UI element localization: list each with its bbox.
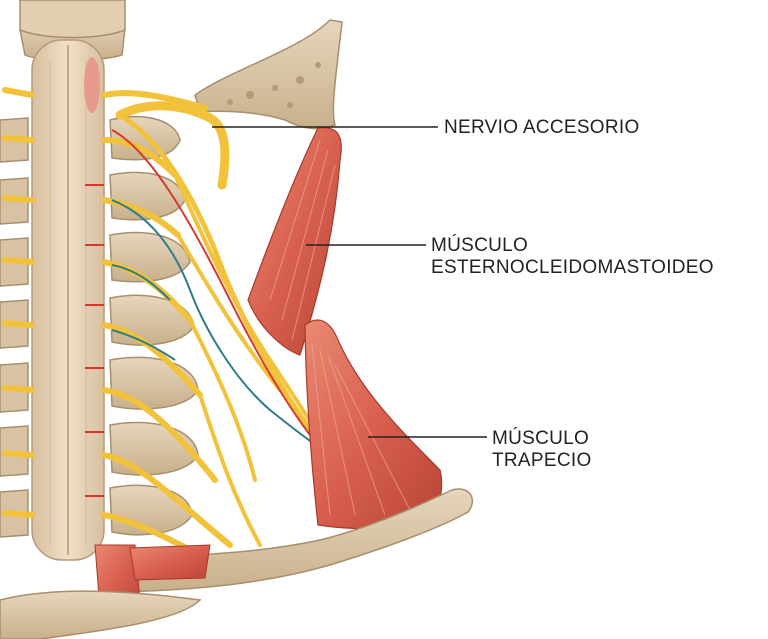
accessory-nerve-shape xyxy=(115,101,333,461)
lower-muscle-stub xyxy=(0,544,211,639)
label-sternocleidomastoid: MÚSCULO ESTERNOCLEIDOMASTOIDEO xyxy=(431,235,714,279)
label-accessory-nerve: NERVIO ACCESORIO xyxy=(444,117,640,139)
leader-lines xyxy=(212,126,487,438)
label-trapezius: MÚSCULO TRAPECIO xyxy=(492,428,592,472)
vertebral-column xyxy=(109,115,199,536)
label-trapezius-line1: MÚSCULO xyxy=(492,428,590,449)
veins xyxy=(111,199,331,456)
clavicle-bone xyxy=(119,488,473,593)
spinal-nerve-roots xyxy=(2,87,233,563)
label-scm-line1: MÚSCULO xyxy=(431,235,529,256)
occipital-bone xyxy=(194,19,343,130)
arteries xyxy=(85,129,331,497)
label-accessory-nerve-text: NERVIO ACCESORIO xyxy=(444,117,640,138)
sternocleidomastoid-muscle xyxy=(247,127,342,356)
trapezius-muscle xyxy=(304,319,443,530)
spinal-cord xyxy=(31,39,105,561)
label-scm-line2: ESTERNOCLEIDOMASTOIDEO xyxy=(431,257,714,278)
vertebral-column-left xyxy=(0,117,29,538)
label-trapezius-line2: TRAPECIO xyxy=(492,450,592,471)
